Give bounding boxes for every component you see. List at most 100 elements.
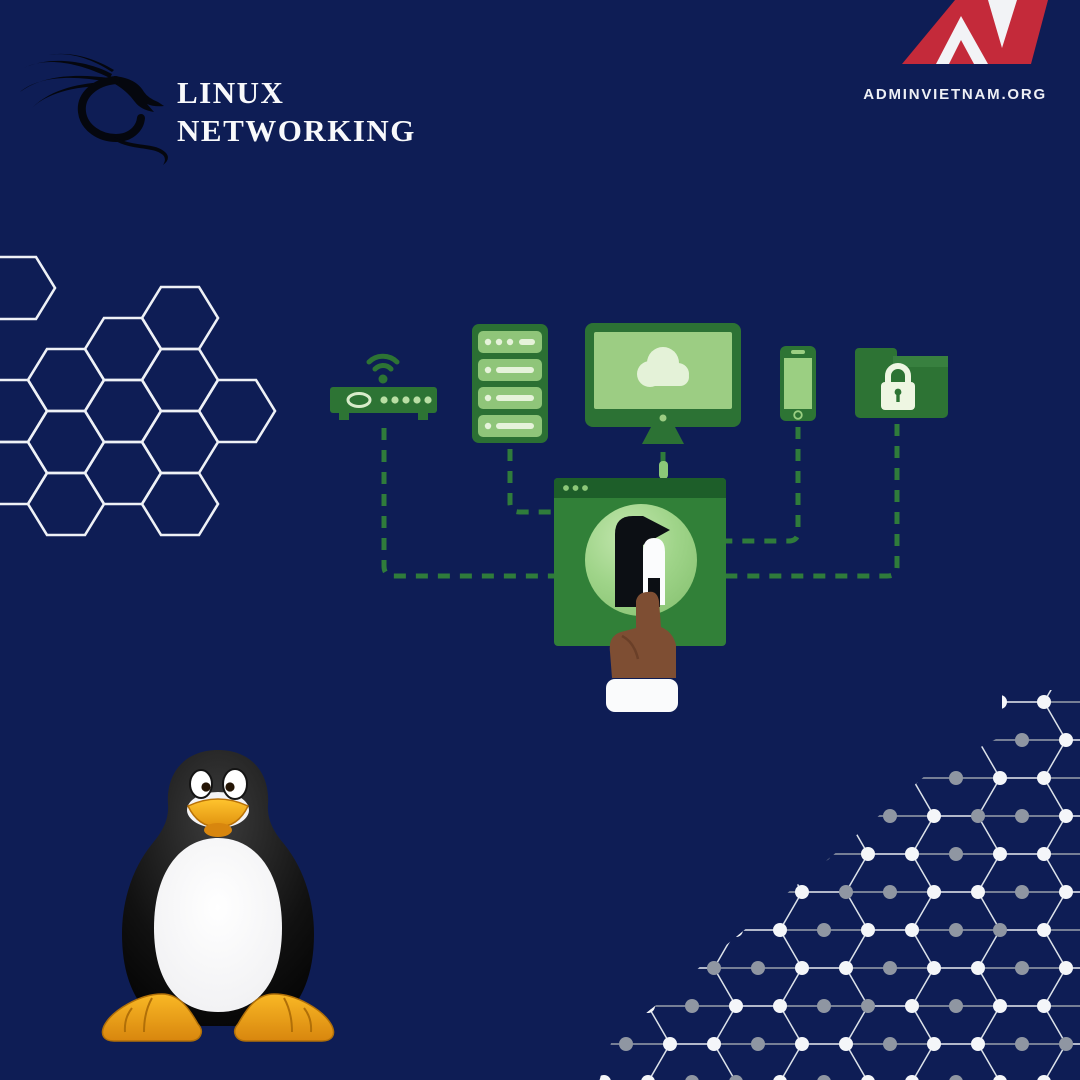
lattice-dot — [1015, 1037, 1029, 1051]
hexagon-outline — [140, 409, 220, 475]
lattice-line — [647, 1043, 671, 1080]
lattice-line — [647, 891, 671, 931]
lattice-dot — [685, 1075, 699, 1080]
lattice-line — [713, 777, 737, 817]
network-diagram — [330, 323, 948, 712]
lattice-dot — [971, 657, 985, 671]
lattice-dot — [839, 657, 853, 671]
lattice-line — [911, 1005, 935, 1045]
lattice-line — [977, 853, 1001, 893]
hexagon-outline — [26, 347, 106, 413]
lattice-dot — [751, 809, 765, 823]
lattice-line — [598, 1043, 605, 1080]
lattice-dot — [1037, 695, 1051, 709]
hexagon-outline — [26, 409, 106, 475]
lattice-line — [1043, 891, 1067, 931]
lattice-line — [977, 891, 1001, 931]
lattice-dot — [1015, 885, 1029, 899]
lattice-dot — [927, 1037, 941, 1051]
lattice-line — [713, 853, 737, 893]
lattice-line — [598, 701, 605, 741]
lattice-line — [647, 967, 671, 1007]
lattice-dot — [641, 771, 655, 785]
lattice-dot — [1015, 657, 1029, 671]
lattice-line — [598, 891, 605, 931]
lattice-line — [911, 853, 935, 893]
lattice-line — [779, 1005, 803, 1045]
lattice-dot — [927, 885, 941, 899]
lattice-line — [911, 891, 935, 931]
lattice-line — [1043, 777, 1067, 817]
lattice-dot — [817, 771, 831, 785]
lattice-dot — [883, 733, 897, 747]
lattice-dot — [971, 885, 985, 899]
lattice-dot — [619, 961, 633, 975]
lattice-line — [846, 626, 868, 664]
lattice-dot — [729, 923, 743, 937]
lattice-dot — [641, 923, 655, 937]
lattice-dot — [707, 733, 721, 747]
dashed-connections — [381, 424, 900, 579]
lattice-dot — [685, 695, 699, 709]
server-rack-icon — [472, 324, 548, 443]
lattice-dot — [861, 695, 875, 709]
locked-folder-icon — [855, 348, 948, 418]
lattice-line — [977, 1005, 1001, 1045]
lattice-dot — [598, 1075, 611, 1080]
kali-dragon-icon — [20, 53, 168, 165]
lattice-dot — [575, 1037, 589, 1051]
lattice-dot — [1037, 619, 1051, 633]
lattice-dot — [575, 733, 589, 747]
lattice-dot — [751, 1037, 765, 1051]
lattice-dot — [575, 809, 589, 823]
lattice-dot — [685, 771, 699, 785]
lattice-dot — [707, 809, 721, 823]
lattice-dot — [795, 1037, 809, 1051]
lattice-line — [598, 967, 605, 1007]
lattice-dot — [839, 733, 853, 747]
title-line-2: NETWORKING — [177, 113, 416, 148]
lattice-dot — [641, 1075, 655, 1080]
honeycomb-pattern-left — [0, 255, 277, 537]
lattice-dot — [993, 771, 1007, 785]
shirt-cuff — [606, 679, 678, 712]
lattice-line — [647, 929, 671, 969]
lattice-line — [779, 815, 803, 855]
lattice-dot — [993, 999, 1007, 1013]
lattice-dot — [971, 961, 985, 975]
lattice-dot — [553, 695, 567, 709]
lattice-line — [598, 690, 605, 703]
lattice-dot — [553, 999, 567, 1013]
site-label: ADMINVIETNAM.ORG — [863, 86, 1047, 103]
pointing-hand-icon — [606, 591, 678, 712]
lattice-line — [845, 690, 869, 703]
lattice-dot — [795, 657, 809, 671]
lattice-dot — [1015, 809, 1029, 823]
hexagon-outline — [26, 471, 106, 537]
lattice-dot — [949, 695, 963, 709]
lattice-line — [845, 853, 869, 893]
lattice-dot — [861, 771, 875, 785]
lattice-dot — [729, 847, 743, 861]
lattice-dot — [729, 695, 743, 709]
hexagon-outline — [83, 378, 163, 444]
hexagon-outline — [140, 471, 220, 537]
lattice-dot — [1059, 809, 1073, 823]
lattice-dot — [883, 1037, 897, 1051]
lattice-dot — [619, 1037, 633, 1051]
lattice-line — [1043, 701, 1067, 741]
lattice-dot — [598, 999, 611, 1013]
hexagon-outline — [140, 347, 220, 413]
lattice-dot — [883, 961, 897, 975]
lattice-dot — [729, 1075, 743, 1080]
lattice-dot — [773, 847, 787, 861]
lattice-dot — [905, 619, 919, 633]
lattice-line — [1043, 853, 1067, 893]
lattice-dot — [619, 733, 633, 747]
lattice-line — [598, 777, 605, 817]
lattice-dot — [883, 885, 897, 899]
lattice-dot — [598, 923, 611, 937]
lattice-dot — [861, 619, 875, 633]
lattice-line — [713, 701, 737, 741]
